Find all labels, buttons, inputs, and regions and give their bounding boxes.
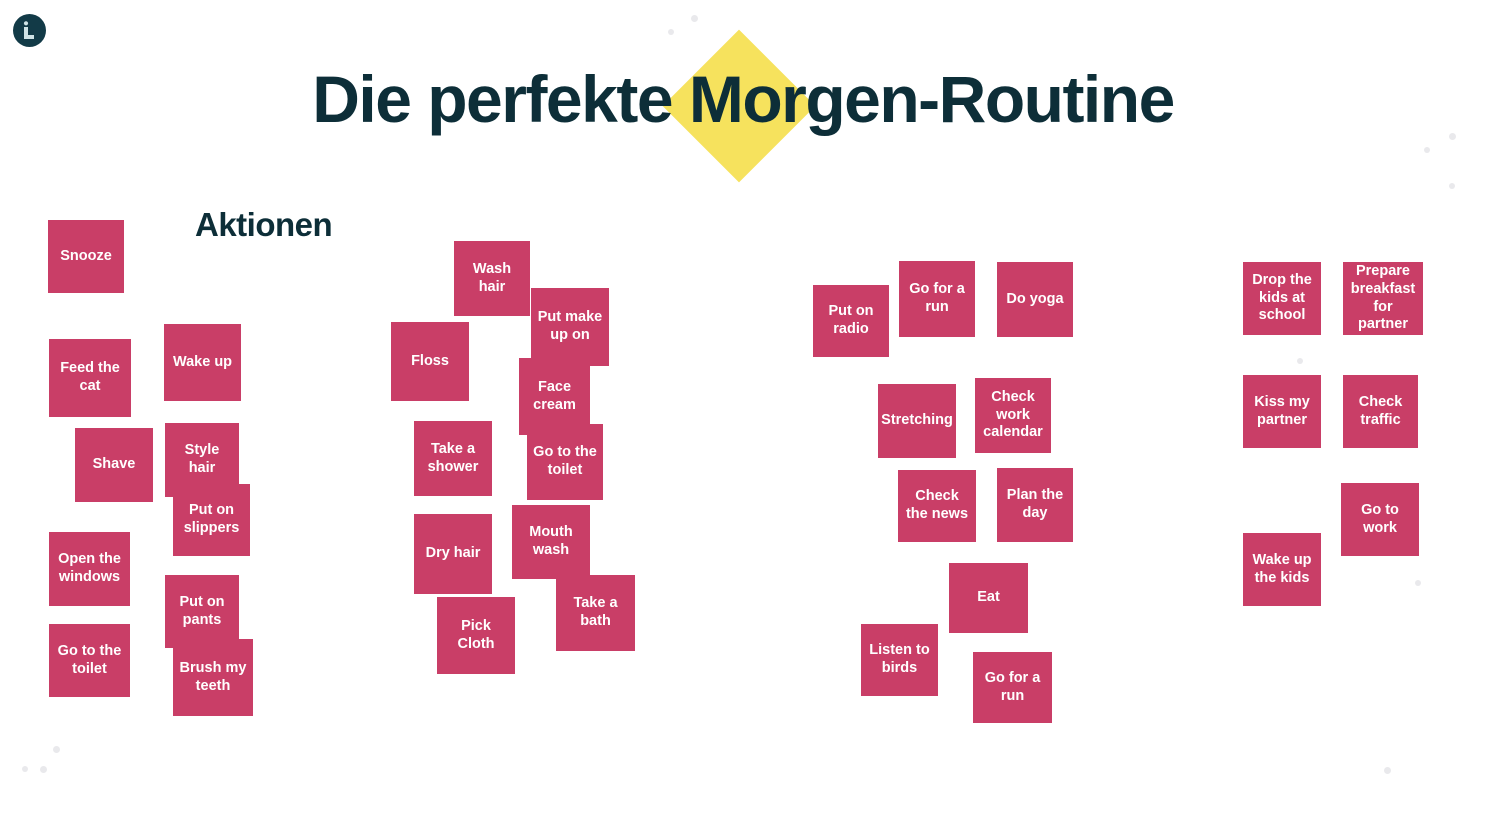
sticky-note-card[interactable]: Plan the day (997, 468, 1073, 542)
sticky-note-card[interactable]: Feed the cat (49, 339, 131, 417)
sticky-note-card[interactable]: Take a shower (414, 421, 492, 496)
sticky-note-card[interactable]: Listen to birds (861, 624, 938, 696)
sticky-note-card[interactable]: Floss (391, 322, 469, 401)
decorative-dot (1384, 767, 1391, 774)
sticky-note-card[interactable]: Dry hair (414, 514, 492, 594)
decorative-dot (691, 15, 698, 22)
l-mark-logo[interactable] (13, 14, 46, 47)
sticky-note-card[interactable]: Prepare breakfast for partner (1343, 262, 1423, 335)
sticky-note-card[interactable]: Go to the toilet (49, 624, 130, 697)
sticky-note-card[interactable]: Put on slippers (173, 484, 250, 556)
sticky-note-card[interactable]: Shave (75, 428, 153, 502)
sticky-note-card[interactable]: Take a bath (556, 575, 635, 651)
decorative-dot (1449, 183, 1455, 189)
sticky-note-card[interactable]: Kiss my partner (1243, 375, 1321, 448)
page-title: Die perfekte Morgen-Routine (312, 62, 1175, 136)
logo-letter-l-icon (23, 21, 34, 39)
sticky-note-card[interactable]: Face cream (519, 358, 590, 435)
decorative-dot (668, 29, 674, 35)
sticky-note-card[interactable]: Check work calendar (975, 378, 1051, 453)
decorative-dot (1449, 133, 1456, 140)
sticky-note-card[interactable]: Eat (949, 563, 1028, 633)
sticky-note-card[interactable]: Stretching (878, 384, 956, 458)
sticky-note-card[interactable]: Brush my teeth (173, 639, 253, 716)
sticky-note-card[interactable]: Do yoga (997, 262, 1073, 337)
sticky-note-card[interactable]: Mouth wash (512, 505, 590, 579)
sticky-note-card[interactable]: Go to the toilet (527, 424, 603, 500)
sticky-note-card[interactable]: Drop the kids at school (1243, 262, 1321, 335)
sticky-note-card[interactable]: Pick Cloth (437, 597, 515, 674)
decorative-dot (40, 766, 47, 773)
sticky-note-card[interactable]: Snooze (48, 220, 124, 293)
sticky-note-card[interactable]: Put on radio (813, 285, 889, 357)
decorative-dot (1297, 358, 1303, 364)
section-heading-aktionen: Aktionen (195, 206, 333, 243)
decorative-dot (1424, 147, 1430, 153)
sticky-note-card[interactable]: Wake up (164, 324, 241, 401)
decorative-dot (22, 766, 28, 772)
sticky-note-card[interactable]: Go for a run (899, 261, 975, 337)
sticky-note-card[interactable]: Put on pants (165, 575, 239, 648)
sticky-note-card[interactable]: Go for a run (973, 652, 1052, 723)
sticky-note-card[interactable]: Check traffic (1343, 375, 1418, 448)
sticky-note-card[interactable]: Open the windows (49, 532, 130, 606)
sticky-note-card[interactable]: Wash hair (454, 241, 530, 316)
sticky-note-card[interactable]: Check the news (898, 470, 976, 542)
sticky-note-card[interactable]: Put make up on (531, 288, 609, 366)
sticky-note-card[interactable]: Wake up the kids (1243, 533, 1321, 606)
sticky-note-card[interactable]: Go to work (1341, 483, 1419, 556)
decorative-dot (53, 746, 60, 753)
decorative-dot (1415, 580, 1421, 586)
